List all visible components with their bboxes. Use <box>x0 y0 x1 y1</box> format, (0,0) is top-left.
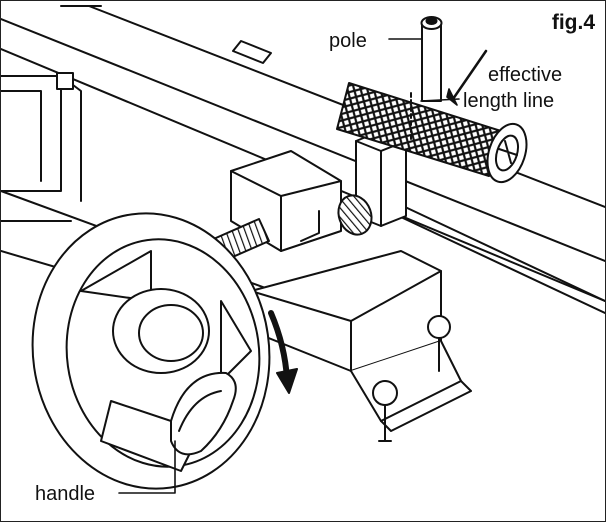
leader-lines <box>118 38 488 494</box>
effective-length-label-line2: length line <box>463 90 555 112</box>
clamp-knob <box>337 194 373 236</box>
bed <box>1 72 82 222</box>
rotation-arrow-icon <box>268 310 298 394</box>
base-housing <box>250 250 472 442</box>
handle-grip <box>170 371 237 456</box>
effective-length-label-line1: effective <box>488 64 563 86</box>
knurled-sleeve <box>336 82 528 184</box>
figure-number: fig.4 <box>551 11 595 34</box>
pole <box>420 16 443 102</box>
handle-label: handle <box>35 483 96 505</box>
pole-label: pole <box>329 30 367 52</box>
